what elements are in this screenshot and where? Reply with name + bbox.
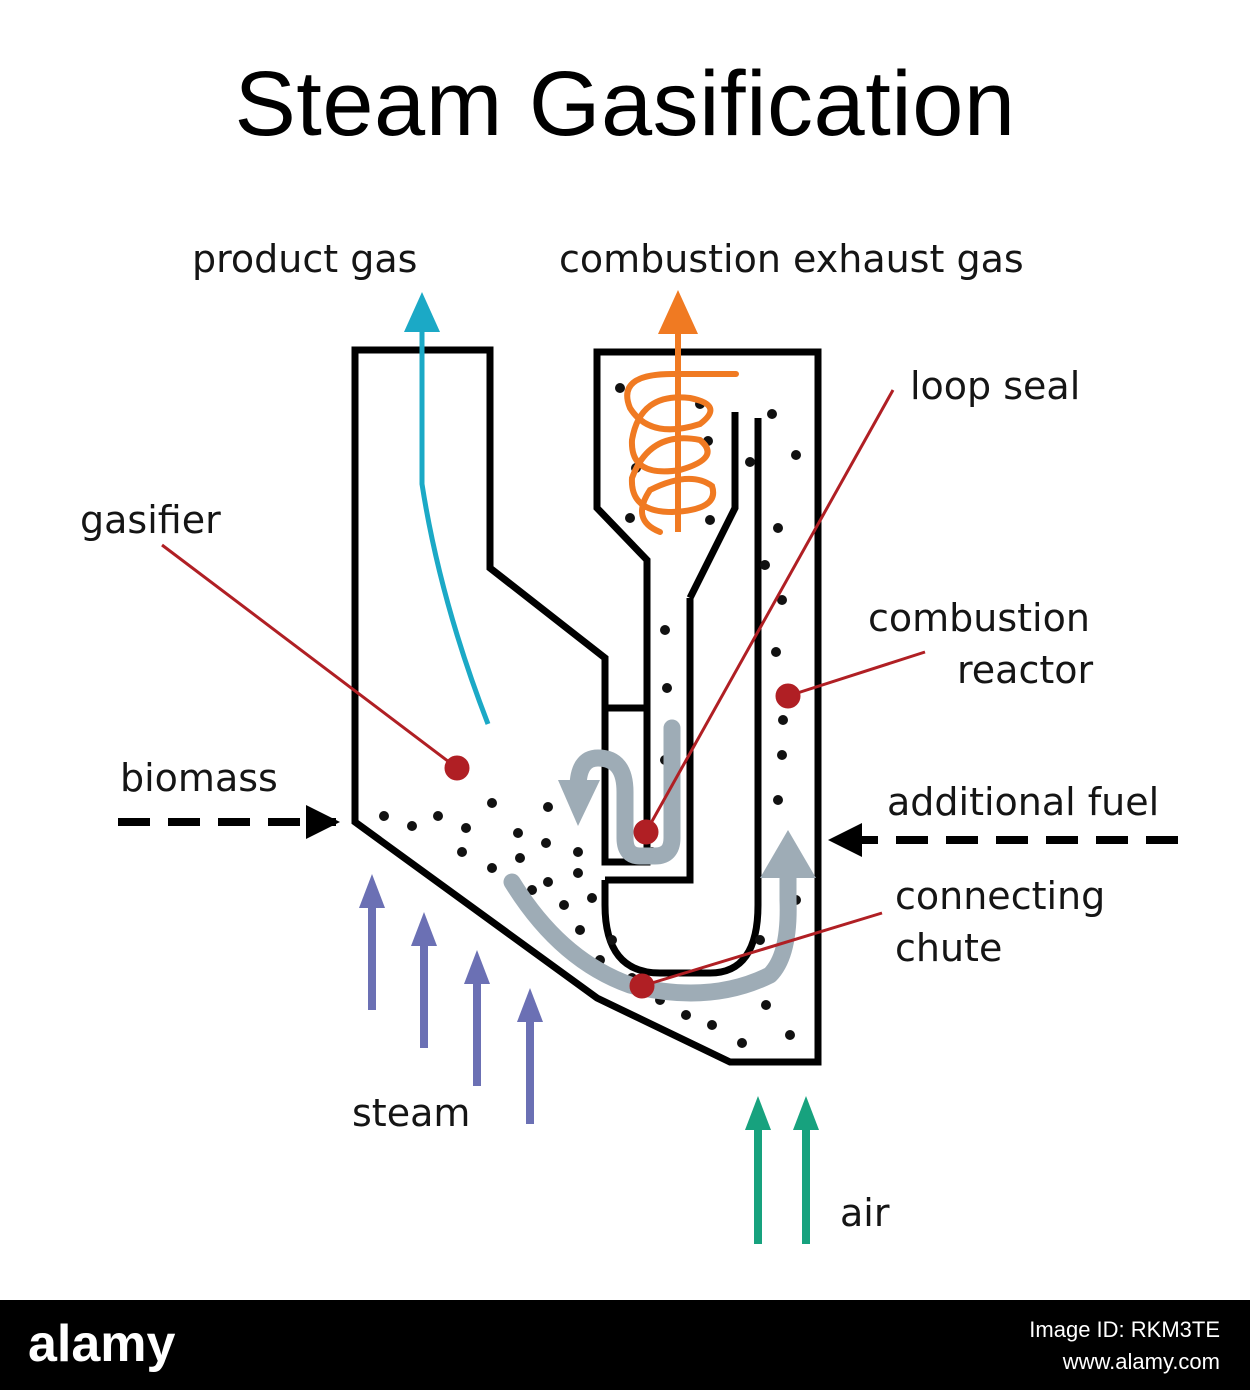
circulation-arrowheads xyxy=(558,780,816,878)
exhaust-coil xyxy=(624,371,739,535)
watermark-footer: alamy Image ID: RKM3TE www.alamy.com xyxy=(0,1300,1250,1390)
label-connecting-chute-line1: connecting xyxy=(895,874,1106,918)
label-steam: steam xyxy=(352,1091,471,1135)
steam-arrow-icon xyxy=(359,874,543,1124)
label-additional-fuel: additional fuel xyxy=(887,780,1160,824)
label-connecting-chute-line2: chute xyxy=(895,926,1003,970)
label-gasifier: gasifier xyxy=(80,498,221,542)
feed-arrow-icon xyxy=(118,805,1178,857)
air-arrow-icon xyxy=(745,1096,819,1244)
brand-logo: alamy xyxy=(28,1315,176,1373)
image-id-text: Image ID: RKM3TE xyxy=(1029,1317,1220,1342)
diagram-title: Steam Gasification xyxy=(234,53,1016,155)
label-product-gas: product gas xyxy=(192,237,418,281)
label-combustion-reactor-line1: combustion xyxy=(868,596,1090,640)
label-air: air xyxy=(840,1191,890,1235)
label-biomass: biomass xyxy=(120,756,278,800)
gasification-diagram xyxy=(118,290,1178,1244)
label-combustion-reactor-line2: reactor xyxy=(957,648,1094,692)
label-combustion-exhaust-gas: combustion exhaust gas xyxy=(559,237,1024,281)
label-loop-seal: loop seal xyxy=(910,364,1081,408)
callout-pointers xyxy=(161,389,926,999)
product-gas-arrow-icon xyxy=(404,292,491,725)
site-url: www.alamy.com xyxy=(1062,1349,1220,1374)
image-id: Image ID: RKM3TE www.alamy.com xyxy=(1029,1314,1220,1378)
circulation-arrow-icon xyxy=(503,719,797,1002)
